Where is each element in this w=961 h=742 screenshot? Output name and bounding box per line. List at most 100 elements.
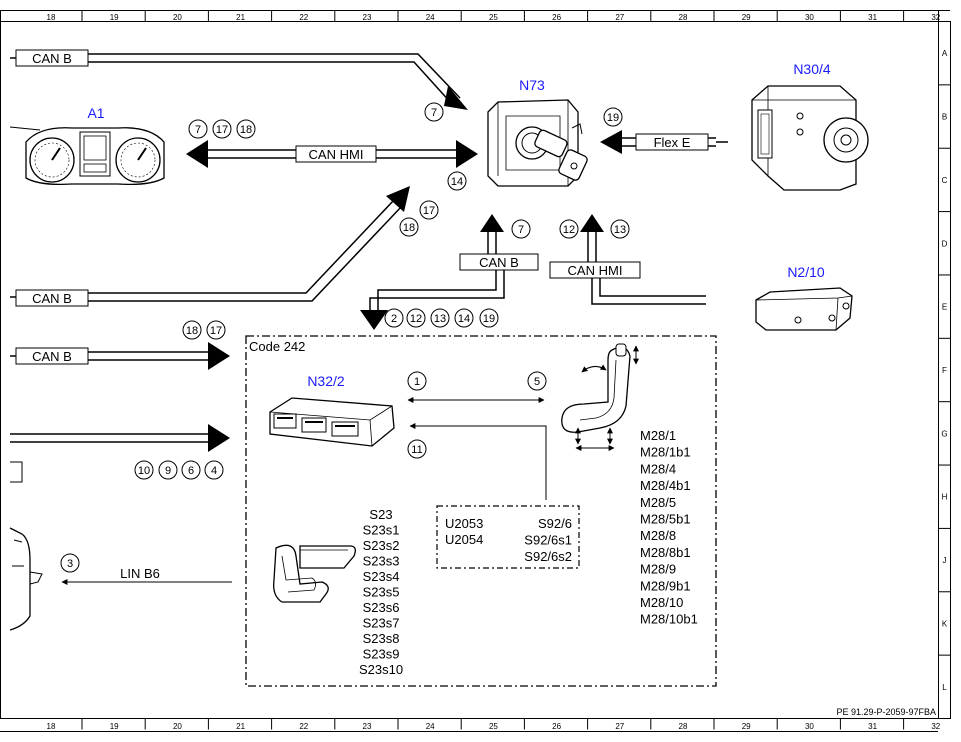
can-b-center-label: CAN B [479,255,519,270]
motor-item: M28/9b1 [640,578,691,593]
switch-item: S23s2 [363,538,400,553]
svg-text:18: 18 [186,325,198,337]
svg-text:12: 12 [563,224,575,236]
marker-group-2-12-13-14-19: 2 12 13 14 19 [384,308,499,328]
ruler-col-29: 29 [742,13,751,22]
ruler-row-H: H [942,493,948,502]
ruler-col-22: 22 [299,722,308,731]
ruler-col-24: 24 [426,13,435,22]
switch-item: S23 [369,507,392,522]
can-b-top-bus: CAN B [10,49,468,110]
marker-19-a: 19 [603,107,623,127]
svg-text:17: 17 [423,205,435,217]
switch-item: S23s4 [363,569,400,584]
switch-item: S23s6 [363,600,400,615]
ruler-row-K: K [942,619,948,628]
svg-text:18: 18 [403,222,415,234]
can-b-left-mid-bus: CAN B [10,186,410,307]
svg-text:7: 7 [518,224,524,236]
svg-text:1: 1 [414,376,420,388]
svg-text:9: 9 [165,465,171,477]
ruler-col-26: 26 [552,13,561,22]
ruler-col-32: 32 [931,722,940,731]
svg-text:3: 3 [67,558,73,570]
ruler-col-31: 31 [868,13,877,22]
marker-group-1-5-11: 1 5 11 [407,371,547,459]
marker-group-12-13-a: 12 13 [559,219,630,239]
motor-item: M28/8b1 [640,545,691,560]
link-switch-to-n32 [409,423,547,500]
marker-7-b: 7 [511,219,531,239]
seat-motor-icon [561,343,639,451]
unit-item: S92/6s2 [524,549,572,564]
marker-7-top: 7 [424,102,444,122]
ruler-row-B: B [942,113,947,122]
switch-item: S23s3 [363,554,400,569]
code-242-label: Code 242 [249,339,305,354]
seat-control-unit-icon [269,397,395,447]
ruler-col-30: 30 [805,13,814,22]
lin-b6-bus: LIN B6 [61,566,232,585]
can-hmi-center-label: CAN HMI [568,263,623,278]
ruler-col-21: 21 [236,13,245,22]
ruler-row-F: F [942,366,947,375]
ruler-row-L: L [942,683,947,692]
ruler-col-24: 24 [426,722,435,731]
doc-reference: PE 91.29-P-2059-97FBA [836,707,936,717]
switch-list: S23S23s1S23s2S23s3S23s4S23s5S23s6S23s7S2… [359,507,403,677]
svg-text:18: 18 [240,124,252,136]
can-hmi-main-label: CAN HMI [309,147,364,162]
marker-14-a: 14 [447,171,467,191]
can-hmi-center-bus: CAN HMI [549,214,706,305]
switch-item: S23s9 [363,647,400,662]
marker-group-7-17-18: 7 17 18 [188,119,256,139]
unit-item: U2054 [445,532,483,547]
can-b-left-low-label: CAN B [32,349,72,364]
ruler-col-19: 19 [110,722,119,731]
ruler-row-G: G [941,429,947,438]
ruler-row-C: C [942,176,948,185]
switch-item: S23s8 [363,631,400,646]
svg-text:19: 19 [483,313,495,325]
flex-e-label: Flex E [654,135,691,150]
flex-e-bus: Flex E [600,130,728,154]
svg-text:7: 7 [431,107,437,119]
svg-text:5: 5 [534,376,540,388]
ruler-col-18: 18 [47,13,56,22]
ruler-row-D: D [942,239,948,248]
seat-switch-icon [273,544,356,603]
label-n32-2: N32/2 [307,373,345,389]
can-b-left-mid-label: CAN B [32,291,72,306]
svg-text:7: 7 [195,124,201,136]
switch-item: S23s5 [363,585,400,600]
frame [0,10,951,732]
motor-item: M28/1 [640,428,676,443]
esp-module-icon [751,85,869,191]
left-unlabeled-bus [10,424,230,452]
motor-item: M28/5 [640,495,676,510]
ruler-row-E: E [942,303,947,312]
svg-text:4: 4 [211,465,217,477]
left-partial-box [10,461,23,483]
code-242-box [245,335,717,687]
ruler-col-21: 21 [236,722,245,731]
ignition-switch-icon [487,99,588,187]
marker-3: 3 [60,553,80,573]
lin-b6-label: LIN B6 [120,566,160,581]
unit-item: S92/6s1 [524,533,572,548]
svg-text:10: 10 [138,465,150,477]
svg-text:19: 19 [607,112,619,124]
can-b-center-bus: CAN B [360,214,539,330]
airbag-module-icon [755,287,853,331]
marker-group-10-9-6-4: 10 9 6 4 [134,460,224,480]
left-partial-component [9,527,43,631]
ruler-col-27: 27 [615,722,624,731]
svg-text:17: 17 [216,124,228,136]
label-a1: A1 [87,105,104,121]
unit-item: S92/6 [538,516,572,531]
unit-item: U2053 [445,516,483,531]
